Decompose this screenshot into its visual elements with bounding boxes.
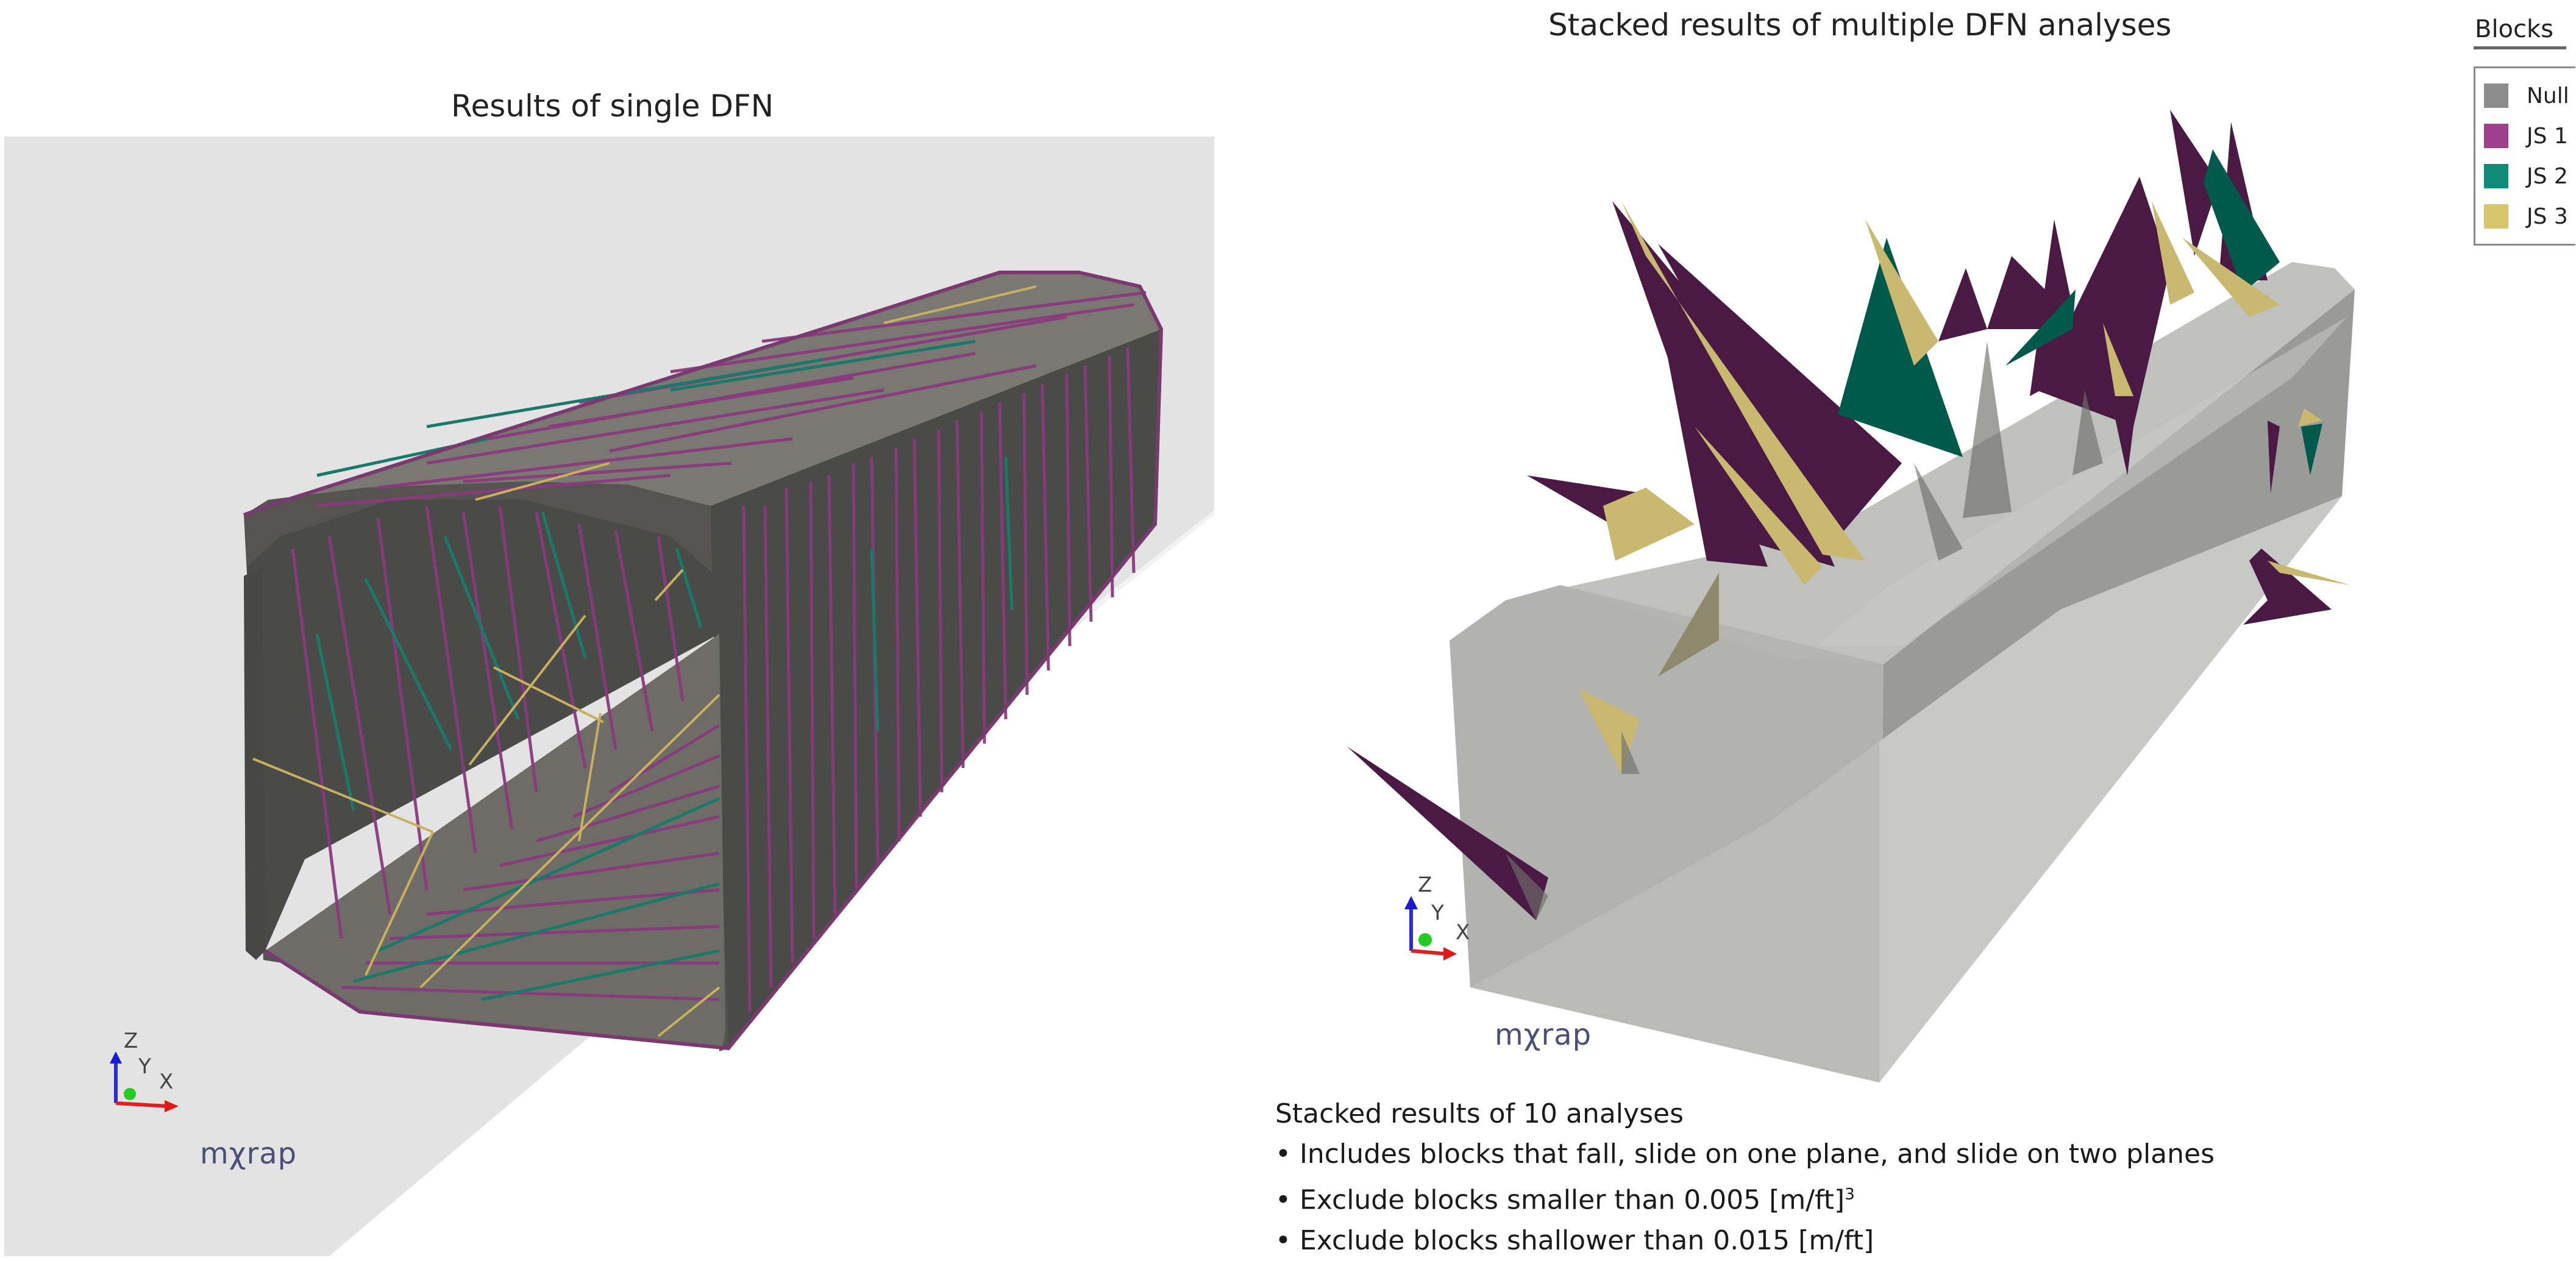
legend-items: Null JS 1 JS 2 JS 3: [2474, 66, 2575, 246]
axis-triad: Z Y X: [1402, 873, 1493, 963]
axis-triad: Z Y X: [107, 1029, 198, 1115]
axis-y-label: Y: [1431, 901, 1444, 925]
stacked-dfn-3d-viewport[interactable]: [1219, 0, 2576, 1256]
legend-label: JS 2: [2527, 163, 2568, 189]
axis-y-label: Y: [138, 1054, 151, 1079]
stacked-dfn-title: Stacked results of multiple DFN analyses: [1548, 7, 2172, 43]
single-dfn-title: Results of single DFN: [451, 88, 774, 124]
mxrap-logo: mχrap: [1495, 1018, 1592, 1052]
blocks-legend: Blocks Null JS 1 JS 2 JS 3: [2474, 12, 2576, 246]
legend-item-js1[interactable]: JS 1: [2475, 116, 2575, 156]
superscript: 3: [1845, 1185, 1855, 1204]
mxrap-logo: mχrap: [200, 1137, 297, 1171]
axis-z-label: Z: [1418, 873, 1432, 897]
single-dfn-panel: Results of single DFN: [0, 0, 1219, 1256]
js1-traces: [291, 291, 1147, 1012]
stacked-dfn-panel: Stacked results of multiple DFN analyses: [1219, 0, 2576, 1256]
js3-traces: [252, 285, 1037, 1037]
single-dfn-3d-viewport[interactable]: [0, 0, 1219, 1256]
swatch-js3-icon: [2484, 204, 2508, 229]
notes-bullet-2-text: • Exclude blocks smaller than 0.005 [m/f…: [1275, 1184, 1845, 1216]
swatch-js2-icon: [2484, 164, 2508, 188]
null-blocks: [1506, 341, 2103, 920]
legend-item-js3[interactable]: JS 3: [2475, 196, 2575, 236]
axis-x-label: X: [159, 1070, 174, 1094]
axis-triad-icon: [110, 1051, 179, 1112]
legend-item-null[interactable]: Null: [2475, 76, 2575, 116]
swatch-js1-icon: [2484, 124, 2508, 148]
notes-bullet-3: • Exclude blocks shallower than 0.015 [m…: [1275, 1224, 1874, 1256]
legend-item-js2[interactable]: JS 2: [2475, 156, 2575, 196]
axis-z-label: Z: [124, 1029, 138, 1053]
notes-bullet-1: • Includes blocks that fall, slide on on…: [1275, 1138, 2215, 1170]
notes-bullet-2: • Exclude blocks smaller than 0.005 [m/f…: [1275, 1174, 2215, 1221]
analysis-notes: Stacked results of 10 analyses • Include…: [1275, 1094, 2215, 1261]
legend-label: Null: [2527, 83, 2569, 108]
swatch-null-icon: [2484, 83, 2508, 108]
legend-title: Blocks: [2474, 12, 2566, 49]
js2-blocks: [1838, 149, 2322, 475]
legend-label: JS 3: [2527, 204, 2568, 229]
axis-triad-icon: [1404, 896, 1457, 961]
axis-x-label: X: [1456, 920, 1470, 945]
legend-label: JS 1: [2527, 123, 2568, 149]
notes-heading: Stacked results of 10 analyses: [1275, 1098, 1684, 1129]
